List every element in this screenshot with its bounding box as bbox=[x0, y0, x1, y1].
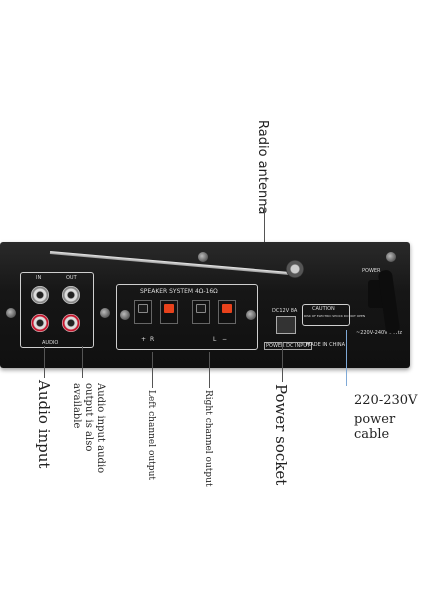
speaker-minus-label: − bbox=[222, 336, 228, 343]
voltage-label: ~220V-240V 50Hz bbox=[356, 330, 402, 336]
power-socket-leader bbox=[282, 342, 283, 382]
power-cable-label: power cable bbox=[354, 412, 396, 442]
audio-out-left-jack[interactable] bbox=[62, 286, 80, 304]
power-dc-input-label: POWER DC INPUT bbox=[264, 342, 312, 350]
audio-jack-block bbox=[20, 272, 94, 348]
left-channel-label: Left channel output bbox=[146, 390, 156, 480]
power-cable-voltage-label: 220-230V bbox=[354, 393, 418, 408]
speaker-plus-label: + bbox=[141, 336, 147, 343]
power-socket-label: Power socket bbox=[272, 384, 290, 486]
left-channel-leader bbox=[152, 352, 153, 388]
power-label: POWER bbox=[362, 268, 381, 274]
screw-icon bbox=[6, 308, 16, 318]
caution-label: CAUTION bbox=[312, 306, 335, 312]
speaker-terminal-l-minus[interactable] bbox=[218, 300, 236, 324]
amplifier-back-panel: IN OUT AUDIO SPEAKER SYSTEM 4Ω-16Ω R L +… bbox=[0, 242, 410, 368]
out-label: OUT bbox=[66, 275, 77, 281]
audio-io-label: Audio input audio output is also availab… bbox=[71, 383, 106, 474]
dc-power-socket[interactable] bbox=[276, 316, 296, 334]
caution-sub-label: RISK OF ELECTRIC SHOCK DO NOT OPEN bbox=[304, 314, 366, 318]
audio-label: AUDIO bbox=[42, 340, 59, 346]
caution-box bbox=[302, 304, 350, 326]
radio-antenna-leader bbox=[264, 205, 265, 275]
speaker-l-label: L bbox=[213, 336, 217, 343]
radio-antenna-label: Radio antenna bbox=[255, 120, 270, 215]
audio-input-label: Audio input bbox=[35, 380, 53, 469]
speaker-terminal-r-plus[interactable] bbox=[160, 300, 178, 324]
right-channel-label: Right channel output bbox=[203, 390, 213, 487]
screw-icon bbox=[386, 252, 396, 262]
screw-icon bbox=[198, 252, 208, 262]
audio-input-leader bbox=[44, 346, 45, 378]
audio-output-leader bbox=[82, 346, 83, 378]
audio-in-left-jack[interactable] bbox=[31, 286, 49, 304]
antenna-base bbox=[286, 260, 304, 278]
speaker-r-label: R bbox=[150, 336, 155, 343]
speaker-terminal-block bbox=[116, 284, 258, 350]
screw-icon bbox=[246, 310, 256, 320]
screw-icon bbox=[100, 308, 110, 318]
speaker-system-label: SPEAKER SYSTEM 4Ω-16Ω bbox=[140, 288, 218, 295]
power-cable-leader bbox=[346, 330, 347, 386]
audio-in-right-jack[interactable] bbox=[31, 314, 49, 332]
right-channel-leader bbox=[209, 352, 210, 388]
speaker-terminal-l-plus[interactable] bbox=[192, 300, 210, 324]
made-in-label: MADE IN CHINA bbox=[306, 342, 346, 348]
screw-icon bbox=[120, 310, 130, 320]
speaker-terminal-r-minus[interactable] bbox=[134, 300, 152, 324]
dc-rating-label: DC12V 8A bbox=[272, 308, 298, 314]
audio-out-right-jack[interactable] bbox=[62, 314, 80, 332]
in-label: IN bbox=[36, 275, 42, 281]
